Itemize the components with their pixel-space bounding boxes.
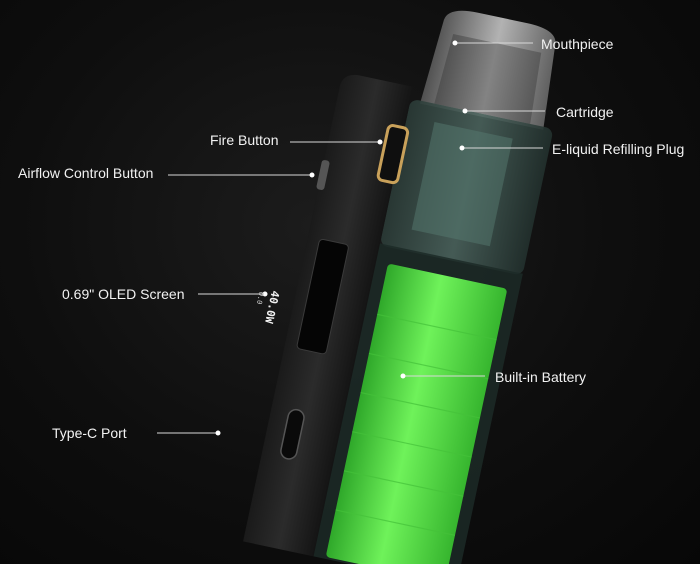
label-refill-plug: E-liquid Refilling Plug	[552, 141, 685, 157]
label-oled-screen: 0.69" OLED Screen	[62, 286, 185, 302]
label-mouthpiece: Mouthpiece	[541, 36, 614, 52]
fire-button-part	[376, 124, 410, 185]
battery-part	[326, 264, 507, 564]
label-fire-button: Fire Button	[210, 132, 279, 148]
oled-resistance-readout: 0.0	[255, 291, 265, 305]
oled-screen-part	[296, 238, 349, 355]
label-cartridge: Cartridge	[556, 104, 614, 120]
type-c-port-part	[280, 408, 305, 460]
leader-lines	[157, 40, 545, 436]
label-airflow-button: Airflow Control Button	[18, 165, 154, 181]
label-type-c-port: Type-C Port	[52, 425, 127, 441]
airflow-button-part	[316, 160, 330, 190]
mouthpiece-part	[419, 10, 556, 130]
label-battery: Built-in Battery	[495, 369, 587, 385]
